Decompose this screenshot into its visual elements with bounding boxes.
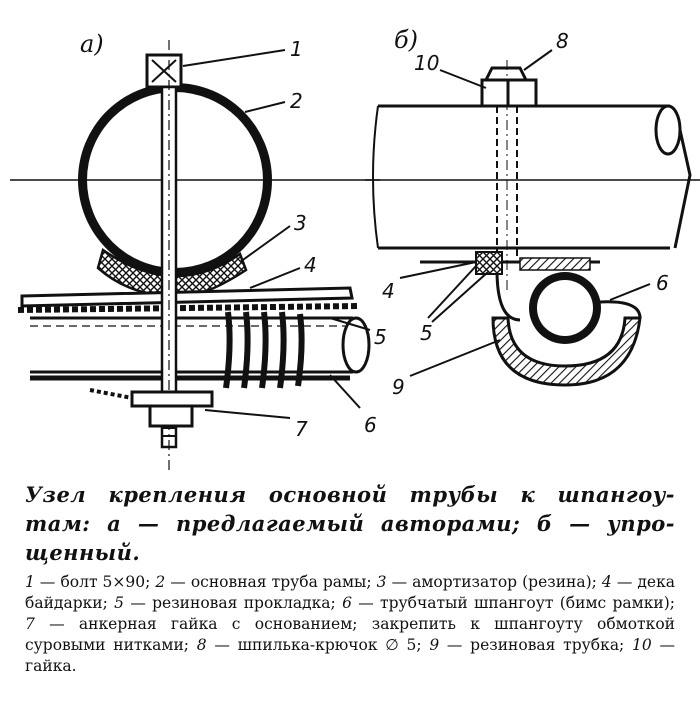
callout-5: 5 <box>374 325 387 349</box>
legend-item: 4 — дека байдарки; <box>25 573 675 612</box>
kayak-deck <box>17 286 359 313</box>
legend-text: — основная труба рамы; <box>165 573 377 591</box>
callout-1: 1 <box>290 37 303 61</box>
legend-number: 2 <box>155 573 166 591</box>
legend-number: 4 <box>601 573 612 591</box>
legend-text: — анкерная гайка с основанием; закрепить… <box>25 615 675 654</box>
legend-item: 1 — болт 5×90; <box>25 573 155 591</box>
rubber-tube <box>491 316 642 387</box>
legend-number: 10 <box>632 636 652 654</box>
legend-text: — шпилька-крючок ∅ 5; <box>206 636 430 654</box>
caption-line-1: Узел крепления основной трубы к шпангоу- <box>25 482 675 507</box>
legend-text: — трубчатый шпангоут (бимс рамки); <box>351 594 676 612</box>
tubular-frame <box>30 316 371 381</box>
technical-drawing: а) <box>10 26 700 470</box>
legend-item: 7 — анкерная гайка с основанием; закрепи… <box>25 615 675 654</box>
legend-number: 3 <box>376 573 387 591</box>
legend-text: — резиновая трубка; <box>439 636 633 654</box>
legend-item: 6 — трубчатый шпангоут (бимс рамки); <box>342 594 675 612</box>
callout-5b: 5 <box>420 321 433 345</box>
callout-7: 7 <box>295 417 308 441</box>
panel-label-a: а) <box>80 30 104 58</box>
legend-item: 9 — резиновая трубка; <box>429 636 632 654</box>
callout-9: 9 <box>392 375 405 399</box>
drawing-a: а) <box>10 30 387 470</box>
callout-4b: 4 <box>382 279 395 303</box>
legend-number: 8 <box>196 636 207 654</box>
main-pipe-section <box>10 83 380 277</box>
drawing-b: б) <box>365 26 700 399</box>
main-pipe-side <box>365 104 700 250</box>
figure-caption: Узел крепления основной трубы к шпангоу-… <box>25 480 675 567</box>
legend-text: — амортизатор (резина); <box>386 573 602 591</box>
legend-text: — болт 5×90; <box>34 573 156 591</box>
panel-label-b: б) <box>394 26 418 54</box>
legend-text: — гайка. <box>25 636 676 675</box>
legend-number: 9 <box>429 636 440 654</box>
legend-number: 7 <box>25 615 35 633</box>
legend-text: — резиновая прокладка; <box>124 594 343 612</box>
anchor-nut <box>89 388 214 428</box>
frame-tube-section <box>529 272 642 344</box>
legend-number: 6 <box>342 594 352 612</box>
figure-legend: 1 — болт 5×90; 2 — основная труба рамы; … <box>25 572 675 677</box>
legend-item: 3 — амортизатор (резина); <box>377 573 602 591</box>
callout-8: 8 <box>556 29 569 53</box>
legend-number: 1 <box>25 573 35 591</box>
callout-4: 4 <box>304 253 317 277</box>
legend-item: 5 — резиновая прокладка; <box>114 594 342 612</box>
legend-item: 8 — шпилька-крючок ∅ 5; <box>197 636 430 654</box>
legend-text: — дека байдарки; <box>25 573 676 612</box>
stud-hook <box>480 60 538 322</box>
callout-10: 10 <box>414 51 439 75</box>
thread-winding <box>223 311 305 389</box>
deck-b <box>420 251 600 275</box>
legend-item: 10 — гайка. <box>25 636 675 675</box>
leaders-b <box>399 49 651 377</box>
caption-line-2: там: а — предлагаемый авторами; б — упро… <box>25 511 675 536</box>
legend-number: 5 <box>114 594 125 612</box>
callout-6: 6 <box>364 413 377 437</box>
callout-2: 2 <box>290 89 303 113</box>
callout-3: 3 <box>294 211 307 235</box>
caption-line-3: щенный. <box>25 540 141 565</box>
legend-item: 2 — основная труба рамы; <box>155 573 376 591</box>
leaders-a <box>182 49 371 419</box>
callout-6b: 6 <box>656 271 669 295</box>
bolt <box>145 40 183 470</box>
